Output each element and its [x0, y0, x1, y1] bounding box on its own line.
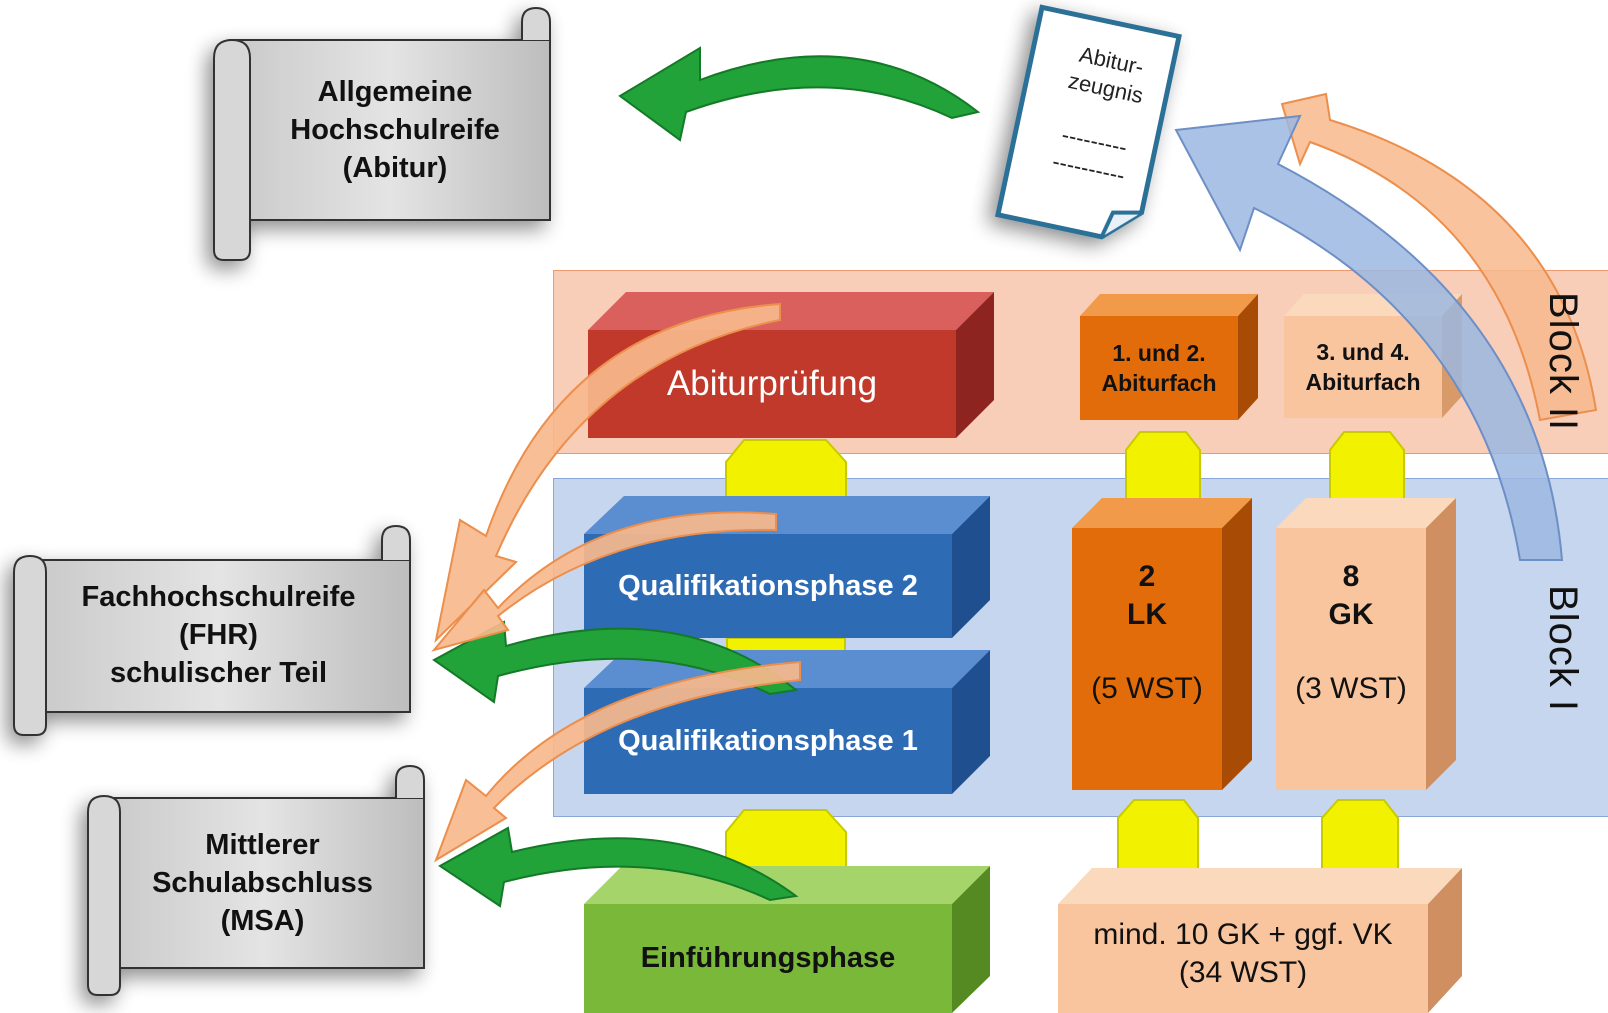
- gk-type: GK: [1328, 598, 1374, 631]
- gk-exam-line-1: 3. und 4.: [1316, 339, 1410, 365]
- box-intro-courses-3d: [1058, 868, 1462, 1013]
- column-lk-3d: [1072, 498, 1252, 790]
- scroll-fhr-line-3: schulischer Teil: [109, 657, 328, 689]
- block-i-label: Block I: [1541, 585, 1585, 713]
- gk-exam-line-2: Abiturfach: [1305, 369, 1421, 395]
- cube-lk-exam-3d: [1080, 294, 1258, 420]
- connectors: [725, 431, 1405, 885]
- lk-type: LK: [1127, 598, 1167, 631]
- scroll-abitur-line-3: (Abitur): [342, 152, 448, 184]
- block-ii-label: Block II: [1541, 292, 1585, 432]
- lk-exam-line-1: 1. und 2.: [1112, 340, 1206, 366]
- scroll-abitur-label: Allgemeine Hochschulreife (Abitur): [250, 55, 540, 205]
- scroll-abitur-line-2: Hochschulreife: [290, 114, 500, 146]
- lk-count: 2: [1138, 560, 1156, 593]
- intro-courses-line-1: mind. 10 GK + ggf. VK: [1093, 918, 1393, 951]
- scroll-fhr-line-1: Fachhochschulreife: [81, 581, 356, 613]
- arrow-certificate-to-abitur: [618, 46, 981, 142]
- scroll-msa: [87, 764, 425, 996]
- lk-exam-line-2: Abiturfach: [1101, 370, 1217, 396]
- column-gk-3d: [1276, 498, 1456, 790]
- q1-label: Qualifikationsphase 1: [618, 724, 918, 757]
- scroll-fhr: [13, 524, 411, 736]
- einfuehrung-label: Einführungsphase: [640, 942, 896, 974]
- certificate-document-icon: [994, 4, 1182, 240]
- lk-column-label: 2 LK (5 WST): [1072, 528, 1222, 790]
- arrow-q1-to-msa: [434, 660, 801, 863]
- lk-exam-subjects-label: 1. und 2. Abiturfach: [1080, 316, 1238, 420]
- box-abiturpruefung-3d: [588, 292, 994, 438]
- scroll-msa-label: Mittlerer Schulabschluss (MSA): [120, 810, 405, 955]
- scroll-msa-line-2: Schulabschluss: [152, 866, 373, 899]
- arrow-block-ii-to-certificate: [1280, 92, 1598, 422]
- q2-label: Qualifikationsphase 2: [618, 569, 918, 602]
- intro-courses-line-2: (34 WST): [1178, 956, 1308, 989]
- scroll-fhr-line-2: (FHR): [179, 619, 258, 651]
- abiturpruefung-label: Abiturprüfung: [666, 364, 878, 403]
- arrow-q2-to-fhr-orange: [431, 511, 777, 652]
- gk-column-label: 8 GK (3 WST): [1276, 528, 1426, 790]
- arrow-block-i-to-certificate: [1174, 114, 1564, 561]
- scroll-msa-line-1: Mittlerer: [205, 828, 320, 861]
- arrow-q2-to-fhr: [432, 620, 799, 704]
- scroll-abitur: [213, 6, 551, 261]
- scroll-msa-line-3: (MSA): [220, 904, 305, 937]
- scroll-abitur-line-1: Allgemeine: [317, 76, 473, 108]
- gk-hours: (3 WST): [1295, 672, 1407, 705]
- box-einfuehrung-3d: [584, 866, 990, 1013]
- intro-courses-label: mind. 10 GK + ggf. VK (34 WST): [1058, 904, 1428, 1004]
- gk-count: 8: [1342, 560, 1360, 593]
- scroll-fhr-label: Fachhochschulreife (FHR) schulischer Tei…: [46, 565, 391, 705]
- lk-hours: (5 WST): [1091, 672, 1203, 705]
- gk-exam-subjects-label: 3. und 4. Abiturfach: [1284, 316, 1442, 418]
- arrow-ep-to-msa: [438, 826, 799, 908]
